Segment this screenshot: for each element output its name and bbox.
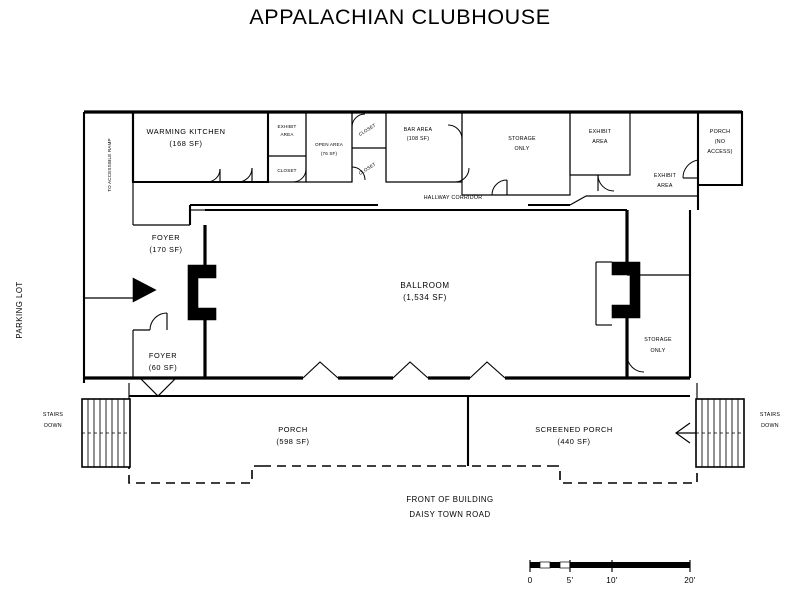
scale-label-5: 5' [567,576,574,585]
ballroom-west-alcove [187,264,217,321]
stairs-left-label-2: DOWN [44,423,62,429]
parking-lot-label: PARKING LOT [15,281,24,338]
street-label: DAISY TOWN ROAD [409,510,490,519]
exhibit-east-door-swing [682,159,699,179]
hallway-corridor-label: HALLWAY CORRIDOR [424,195,483,201]
scale-label-10: 10' [606,576,618,585]
scale-seg-5 [570,562,612,568]
open-area-size: (76 SF) [321,151,338,156]
exhibit-area-ne-label-2: AREA [592,139,608,145]
scale-seg-3 [550,562,560,568]
stairs-right-label-1: STAIRS [760,412,780,418]
closet-kitchen-label: CLOSET [277,168,296,173]
exhibit-area-east-label-2: AREA [657,183,673,189]
open-area-label: OPEN AREA [315,142,344,147]
south-door-bump-3 [469,361,506,379]
closet-upper-door-swing [351,113,366,128]
scale-seg-4 [559,561,571,569]
accessible-ramp-label-group: TO ACCESSIBLE RAMP [107,138,112,191]
exhibit-northeast-walls [569,112,631,176]
porch-no-access-label-1: PORCH [710,129,730,135]
bar-area-door-swing-2 [454,167,470,183]
closet-lower-door-swing [351,166,366,181]
scale-seg-2 [539,561,551,569]
corridor-angle-right [569,195,587,206]
scale-bar-group: 0 5' 10' 20' [528,560,696,585]
warming-kitchen-label: WARMING KITCHEN [146,127,225,136]
storage-only-north-label-1: STORAGE [508,136,536,142]
storage-only-north-label-2: ONLY [514,146,529,152]
porch-right-dashed-edge [550,400,698,484]
scale-seg-6 [612,562,690,568]
stairs-right-group: STAIRS DOWN [675,398,780,468]
porch-left-dashed-edge [128,400,262,484]
foyer-lower-area: (60 SF) [149,363,178,372]
bar-area-size: (108 SF) [407,136,430,142]
scale-ticks [529,560,691,572]
ramp-direction-arrow [132,277,157,303]
south-door-bump-2 [392,361,429,379]
porch-no-access-label-3: ACCESS) [707,149,732,155]
scale-label-0: 0 [528,576,533,585]
storage-only-east-label-2: ONLY [650,348,665,354]
bar-area-label: BAR AREA [404,127,433,133]
storage-only-east-label-1: STORAGE [644,337,672,343]
screened-porch-area: (440 SF) [557,437,590,446]
exhibit-area-north-label-2: AREA [280,132,294,137]
stairs-right-label-2: DOWN [761,423,779,429]
stairs-left-group: STAIRS DOWN [43,398,131,468]
foyer-upper-area: (170 SF) [149,245,182,254]
foyer-lower-label: FOYER [149,351,177,360]
ballroom-east-alcove [611,261,641,319]
storage-north-door-swing [491,179,508,196]
page-title: APPALACHIAN CLUBHOUSE [249,5,550,29]
foyer-door-swing [149,312,168,331]
scale-label-20: 20' [684,576,696,585]
ballroom-label: BALLROOM [400,281,449,290]
porch-no-access-label-2: (NO [715,139,725,145]
exhibit-area-ne-label-1: EXHIBIT [589,129,612,135]
accessible-ramp-label: TO ACCESSIBLE RAMP [107,138,112,191]
foyer-upper-label: FOYER [152,233,180,242]
warming-kitchen-area: (168 SF) [169,139,202,148]
porch-front-area: (598 SF) [276,437,309,446]
porch-front-label: PORCH [278,425,307,434]
south-door-bump-1 [302,361,339,379]
parking-lot-label-group: PARKING LOT [15,281,24,338]
exhibit-area-north-label-1: EXHIBIT [278,124,297,129]
ballroom-area: (1,534 SF) [403,293,447,302]
stairs-left-label-1: STAIRS [43,412,63,418]
front-of-building-label: FRONT OF BUILDING [406,495,493,504]
screened-porch-label: SCREENED PORCH [535,425,613,434]
exhibit-area-east-label-1: EXHIBIT [654,173,677,179]
scale-seg-1 [530,562,540,568]
